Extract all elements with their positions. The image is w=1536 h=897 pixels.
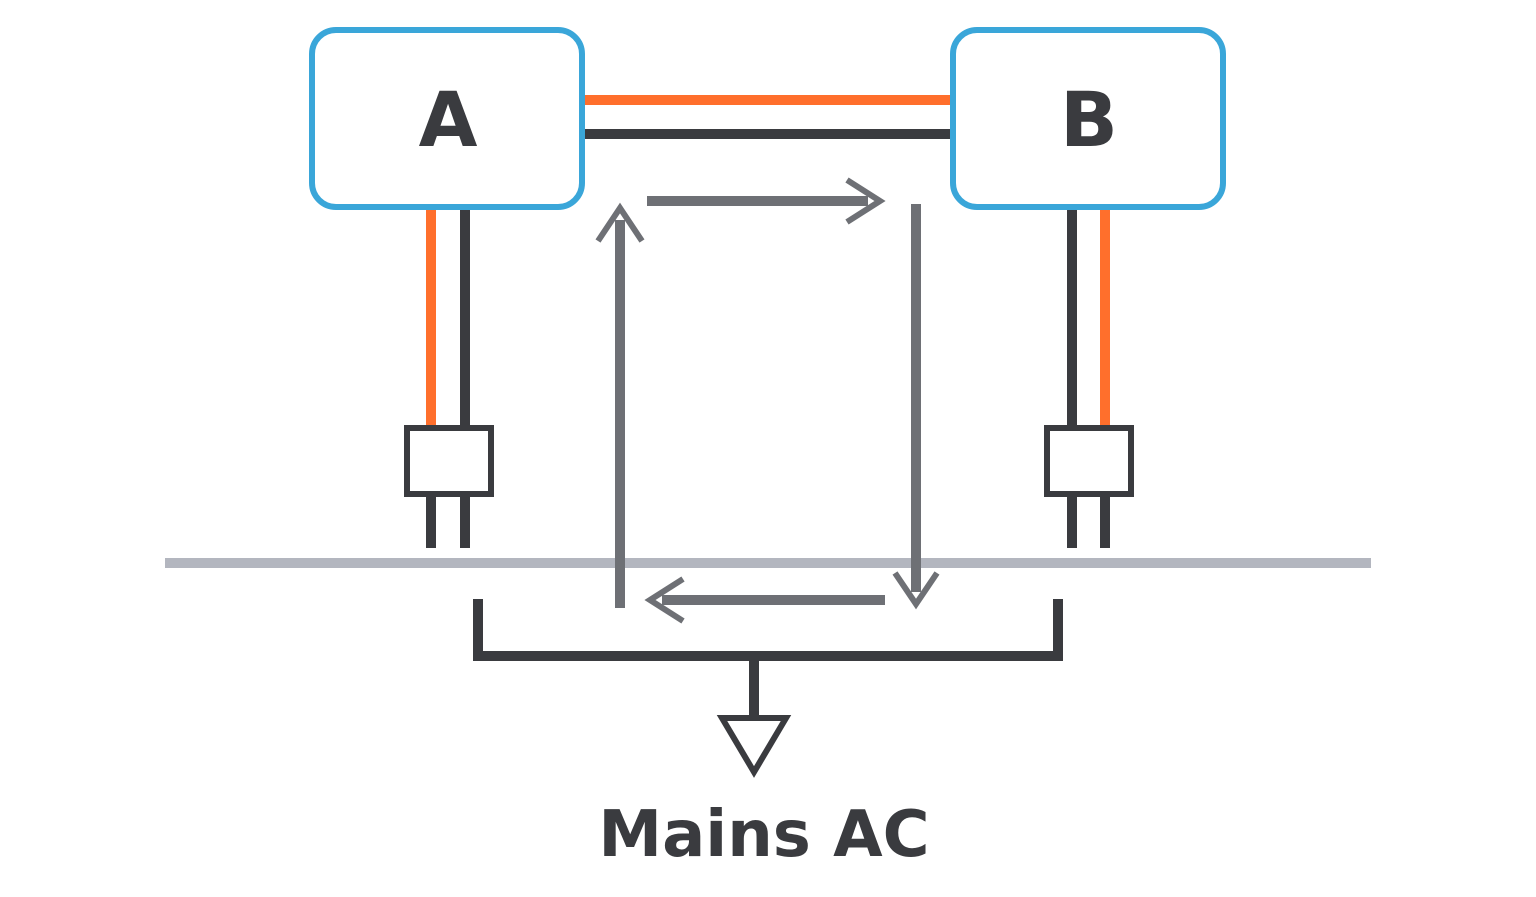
- device-b-power-cord: [1067, 210, 1110, 428]
- ground-bus: [473, 599, 1063, 778]
- device-a: A: [309, 27, 585, 210]
- clockwise-loop-arrows: [595, 177, 940, 624]
- plug-icon: [1044, 425, 1134, 548]
- device-b-label: B: [1060, 75, 1118, 164]
- ground-triangle-icon: [716, 715, 792, 778]
- device-b: B: [950, 27, 1226, 210]
- device-a-box: [309, 27, 585, 210]
- mains-ac-label: Mains AC: [598, 798, 929, 872]
- arrow-down-icon: [892, 204, 940, 610]
- plug-a-body: [404, 425, 494, 497]
- device-a-power-cord: [426, 210, 470, 428]
- device-a-label: A: [419, 75, 478, 164]
- arrow-right-icon: [647, 177, 886, 225]
- arrow-up-icon: [595, 202, 645, 608]
- plug-icon: [404, 425, 494, 548]
- arrow-left-icon: [644, 576, 885, 624]
- interconnect-cable: [584, 95, 952, 139]
- device-b-box: [950, 27, 1226, 210]
- plug-b-body: [1044, 425, 1134, 497]
- ground-bracket: [473, 599, 1063, 661]
